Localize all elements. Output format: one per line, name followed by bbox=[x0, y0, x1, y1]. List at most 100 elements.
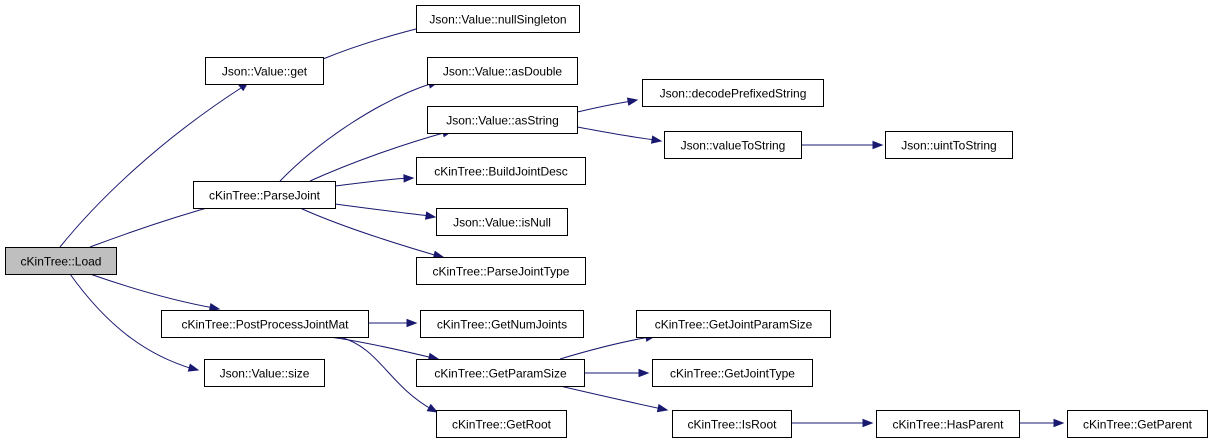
edge-hasParent-to-getParent bbox=[1019, 418, 1065, 428]
edge-line bbox=[279, 82, 434, 182]
node-label: Json::decodePrefixedString bbox=[660, 87, 807, 101]
edge-load-to-postProcessJointMat bbox=[89, 273, 221, 312]
arrowhead-icon bbox=[656, 403, 669, 413]
node-label: Json::Value::get bbox=[222, 65, 308, 79]
node-label: Json::Value::isNull bbox=[453, 216, 551, 230]
node-label: Json::Value::asDouble bbox=[443, 65, 563, 79]
node-getNumJoints[interactable]: cKinTree::GetNumJoints bbox=[420, 310, 584, 338]
node-buildJointDesc[interactable]: cKinTree::BuildJointDesc bbox=[416, 157, 586, 185]
node-parseJoint[interactable]: cKinTree::ParseJoint bbox=[193, 181, 336, 209]
node-box bbox=[436, 208, 568, 236]
node-label: cKinTree::Load bbox=[21, 255, 102, 269]
node-asString[interactable]: Json::Value::asString bbox=[427, 106, 578, 134]
node-parseJointType[interactable]: cKinTree::ParseJointType bbox=[416, 257, 586, 285]
node-box bbox=[5, 247, 117, 275]
edge-line bbox=[59, 85, 245, 248]
node-decodePrefixedString[interactable]: Json::decodePrefixedString bbox=[642, 79, 824, 107]
edge-load-to-size bbox=[69, 273, 200, 372]
edge-postProcessJointMat-to-getNumJoints bbox=[368, 318, 418, 328]
node-box bbox=[642, 79, 824, 107]
node-box bbox=[205, 57, 324, 85]
arrowhead-icon bbox=[403, 174, 415, 183]
arrowhead-icon bbox=[187, 363, 200, 372]
node-box bbox=[427, 57, 578, 85]
arrowhead-icon bbox=[638, 368, 650, 378]
node-label: Json::Value::nullSingleton bbox=[429, 13, 566, 27]
node-getParamSize[interactable]: cKinTree::GetParamSize bbox=[416, 359, 585, 387]
edge-asString-to-valueToString bbox=[576, 126, 663, 144]
edge-getParamSize-to-isRoot bbox=[559, 385, 669, 413]
node-load: cKinTree::Load bbox=[5, 247, 117, 275]
node-label: cKinTree::PostProcessJointMat bbox=[182, 318, 350, 332]
edge-asString-to-decodePrefixedString bbox=[576, 97, 639, 113]
node-box bbox=[1067, 410, 1208, 438]
edge-load-to-get bbox=[59, 81, 250, 248]
node-isRoot[interactable]: cKinTree::IsRoot bbox=[672, 410, 792, 438]
node-valueToString[interactable]: Json::valueToString bbox=[664, 131, 802, 159]
node-label: cKinTree::HasParent bbox=[893, 418, 1005, 432]
node-getRoot[interactable]: cKinTree::GetRoot bbox=[436, 410, 567, 438]
edge-line bbox=[322, 25, 429, 60]
node-box bbox=[636, 310, 831, 338]
edge-postProcessJointMat-to-getParamSize bbox=[329, 336, 440, 362]
edge-parseJoint-to-buildJointDesc bbox=[334, 174, 415, 187]
node-uintToString[interactable]: Json::uintToString bbox=[885, 131, 1013, 159]
edge-line bbox=[559, 336, 651, 360]
node-size[interactable]: Json::Value::size bbox=[204, 359, 325, 387]
node-label: cKinTree::GetParamSize bbox=[434, 367, 567, 381]
node-box bbox=[193, 181, 336, 209]
node-label: Json::Value::asString bbox=[446, 114, 559, 128]
arrowhead-icon bbox=[406, 318, 418, 328]
edge-line bbox=[576, 126, 657, 141]
edge-line bbox=[576, 100, 633, 113]
edge-postProcessJointMat-to-getRoot bbox=[339, 336, 439, 413]
edge-parseJoint-to-asDouble bbox=[279, 80, 440, 182]
arrowhead-icon bbox=[650, 135, 663, 144]
arrowhead-icon bbox=[1053, 418, 1065, 428]
node-box bbox=[416, 359, 585, 387]
node-nullSingleton[interactable]: Json::Value::nullSingleton bbox=[416, 5, 580, 33]
edge-line bbox=[89, 273, 215, 309]
node-get[interactable]: Json::Value::get bbox=[205, 57, 324, 85]
node-box bbox=[204, 359, 325, 387]
node-box bbox=[885, 131, 1013, 159]
node-postProcessJointMat[interactable]: cKinTree::PostProcessJointMat bbox=[161, 310, 369, 338]
node-box bbox=[161, 310, 369, 338]
node-label: cKinTree::ParseJoint bbox=[209, 189, 321, 203]
arrowhead-icon bbox=[862, 418, 874, 428]
node-label: cKinTree::GetJointParamSize bbox=[655, 318, 813, 332]
edge-line bbox=[299, 207, 439, 257]
node-getParent[interactable]: cKinTree::GetParent bbox=[1067, 410, 1208, 438]
arrowhead-icon bbox=[424, 211, 437, 220]
node-box bbox=[420, 310, 584, 338]
edge-line bbox=[339, 336, 434, 411]
nodes-layer: cKinTree::LoadJson::Value::getJson::Valu… bbox=[5, 5, 1208, 438]
node-getJointType[interactable]: cKinTree::GetJointType bbox=[652, 359, 813, 387]
node-isNull[interactable]: Json::Value::isNull bbox=[436, 208, 568, 236]
edge-line bbox=[89, 203, 222, 248]
node-asDouble[interactable]: Json::Value::asDouble bbox=[427, 57, 578, 85]
node-box bbox=[436, 410, 567, 438]
node-hasParent[interactable]: cKinTree::HasParent bbox=[876, 410, 1020, 438]
node-box bbox=[876, 410, 1020, 438]
node-label: cKinTree::IsRoot bbox=[688, 418, 778, 432]
node-box bbox=[672, 410, 792, 438]
node-label: Json::valueToString bbox=[681, 139, 786, 153]
node-box bbox=[652, 359, 813, 387]
node-label: Json::Value::size bbox=[220, 367, 310, 381]
edge-line bbox=[334, 203, 431, 217]
node-box bbox=[416, 257, 586, 285]
edge-line bbox=[334, 177, 409, 187]
edge-getParamSize-to-getJointType bbox=[584, 368, 650, 378]
node-label: cKinTree::GetNumJoints bbox=[437, 318, 567, 332]
edge-line bbox=[559, 385, 663, 410]
arrowhead-icon bbox=[208, 303, 221, 312]
node-box bbox=[416, 5, 580, 33]
arrowhead-icon bbox=[626, 97, 639, 106]
node-label: cKinTree::BuildJointDesc bbox=[434, 165, 568, 179]
edge-line bbox=[69, 273, 194, 370]
arrowhead-icon bbox=[426, 403, 439, 413]
node-getJointParamSize[interactable]: cKinTree::GetJointParamSize bbox=[636, 310, 831, 338]
node-box bbox=[664, 131, 802, 159]
